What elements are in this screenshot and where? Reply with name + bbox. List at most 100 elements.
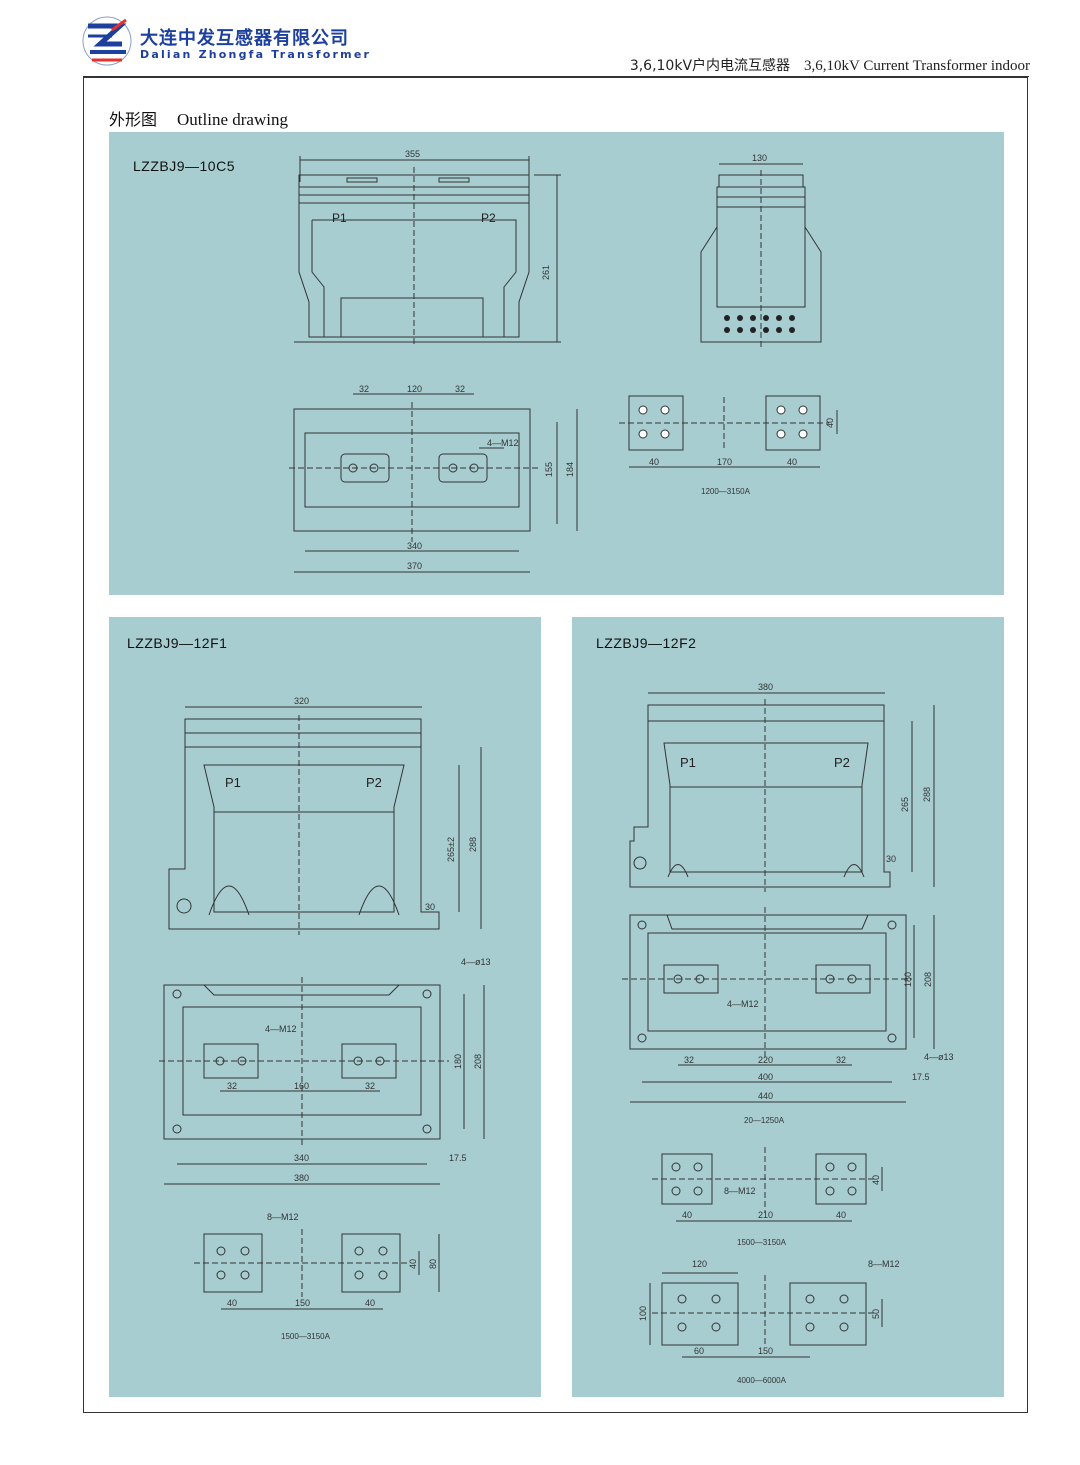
dim-30: 30 [886,854,896,864]
document-title-en: 3,6,10kV Current Transformer indoor [804,58,1030,74]
section-title-en: Outline drawing [177,110,288,129]
label-p1: P1 [225,775,241,790]
dim-32a: 32 [359,384,369,394]
terminal-plates: 40 170 40 40 1200—3150A [619,395,838,496]
drawing-panel-12f2: LZZBJ9—12F2 380 P1 P2 265 288 30 [572,617,1004,1397]
dim-front-width: 355 [405,149,420,159]
dim-340: 340 [294,1153,309,1163]
rating-label: 1500—3150A [737,1238,787,1247]
hole13-label: 4—ø13 [461,957,491,967]
section-title: 外形图 Outline drawing [109,106,288,130]
document-title: 3,6,10kV户内电流互感器 3,6,10kV Current Transfor… [630,55,1030,75]
outline-drawing-12f2: 380 P1 P2 265 288 30 [622,682,954,1385]
top-view: 32 120 32 4—M12 155 184 340 370 [289,384,578,573]
dim-288: 288 [468,837,478,852]
top-view: 4—ø13 4—M12 32 160 32 180 208 340 380 17… [159,957,491,1185]
dim-40a: 40 [227,1298,237,1308]
dim-32b: 32 [836,1055,846,1065]
dim-40a: 40 [649,457,659,467]
hole12-label: 4—M12 [727,999,759,1009]
dim-side-width: 130 [752,153,767,163]
outline-drawing-12f1: 320 P1 P2 265±2 288 30 [159,696,491,1341]
dim-front-width: 320 [294,696,309,706]
dim-440: 440 [758,1091,773,1101]
zf-logo-icon [82,16,132,66]
terminal-plates-1500: 8—M12 40 210 40 40 1500—3150A [652,1147,883,1247]
label-p1: P1 [680,755,696,770]
label-p2: P2 [481,211,496,225]
dim-208: 208 [473,1054,483,1069]
rating-label: 1200—3150A [701,487,751,496]
dim-32a: 32 [684,1055,694,1065]
dim-60: 60 [694,1346,704,1356]
dim-208: 208 [923,972,933,987]
dim-400: 400 [758,1072,773,1082]
dim-150: 150 [295,1298,310,1308]
dim-40b: 40 [365,1298,375,1308]
dim-120: 120 [407,384,422,394]
dim-155: 155 [544,462,554,477]
model-label: LZZBJ9—12F1 [127,635,228,651]
dim-120: 120 [692,1259,707,1269]
terminal-plates: 8—M12 40 150 40 40 80 1500—3150A [194,1212,440,1341]
dim-370: 370 [407,561,422,571]
dim-40a: 40 [682,1210,692,1220]
dim-front-height: 261 [541,265,551,280]
label-p2: P2 [366,775,382,790]
dim-180: 180 [453,1054,463,1069]
document-title-cn: 3,6,10kV户内电流互感器 [629,58,791,74]
front-view: 380 P1 P2 265 288 30 [629,682,935,892]
dim-40b: 40 [787,457,797,467]
header-rule [83,76,1029,77]
dim-32b: 32 [365,1081,375,1091]
hole-label: 8—M12 [724,1186,756,1196]
hole12-label: 4—M12 [265,1024,297,1034]
section-title-cn: 外形图 [109,110,158,129]
dim-40v: 40 [825,418,835,428]
dim-170: 170 [717,457,732,467]
dim-220: 220 [758,1055,773,1065]
dim-265: 265±2 [446,837,456,862]
dim-32a: 32 [227,1081,237,1091]
page-header: 大连中发互感器有限公司 Dalian Zhongfa Transformer 3… [0,0,1080,80]
dim-150: 150 [758,1346,773,1356]
hole-label: 8—M12 [868,1259,900,1269]
dim-180: 180 [903,972,913,987]
outline-drawing-10c5: 355 P1 P2 261 130 [289,149,838,573]
dim-17-5: 17.5 [449,1153,467,1163]
dim-30: 30 [425,902,435,912]
model-label: LZZBJ9—10C5 [133,158,235,174]
dim-40v: 40 [408,1259,418,1269]
drawing-panel-10c5: LZZBJ9—10C5 355 P1 P2 261 130 [109,132,1004,595]
dim-380: 380 [294,1173,309,1183]
company-name-cn: 大连中发互感器有限公司 [140,28,349,49]
dim-80: 80 [428,1259,438,1269]
company-name-en: Dalian Zhongfa Transformer [140,48,372,61]
dim-17-5: 17.5 [912,1072,930,1082]
dim-front-width: 380 [758,682,773,692]
rating-label: 1500—3150A [281,1332,331,1341]
hole-label: 8—M12 [267,1212,299,1222]
dim-100: 100 [638,1306,648,1321]
drawing-panel-12f1: LZZBJ9—12F1 320 P1 P2 265±2 288 30 [109,617,541,1397]
terminal-plates-4000: 120 8—M12 100 50 60 150 4000—6000A [638,1259,900,1385]
dim-265: 265 [900,797,910,812]
dim-40v: 40 [871,1175,881,1185]
top-view: 4—M12 4—ø13 32 220 32 180 208 400 440 17… [622,907,954,1125]
dim-160: 160 [294,1081,309,1091]
page-frame [83,77,1028,1413]
hole13-label: 4—ø13 [924,1052,954,1062]
label-p2: P2 [834,755,850,770]
dim-210: 210 [758,1210,773,1220]
dim-40b: 40 [836,1210,846,1220]
rating-label: 20—1250A [744,1116,785,1125]
dim-288: 288 [922,787,932,802]
side-view: 130 [700,153,822,347]
model-label: LZZBJ9—12F2 [596,635,697,651]
dim-50: 50 [871,1309,881,1319]
front-view: 355 P1 P2 261 [294,149,561,347]
front-view: 320 P1 P2 265±2 288 30 [168,696,482,935]
dim-184: 184 [565,462,575,477]
rating-label: 4000—6000A [737,1376,787,1385]
label-p1: P1 [332,211,347,225]
